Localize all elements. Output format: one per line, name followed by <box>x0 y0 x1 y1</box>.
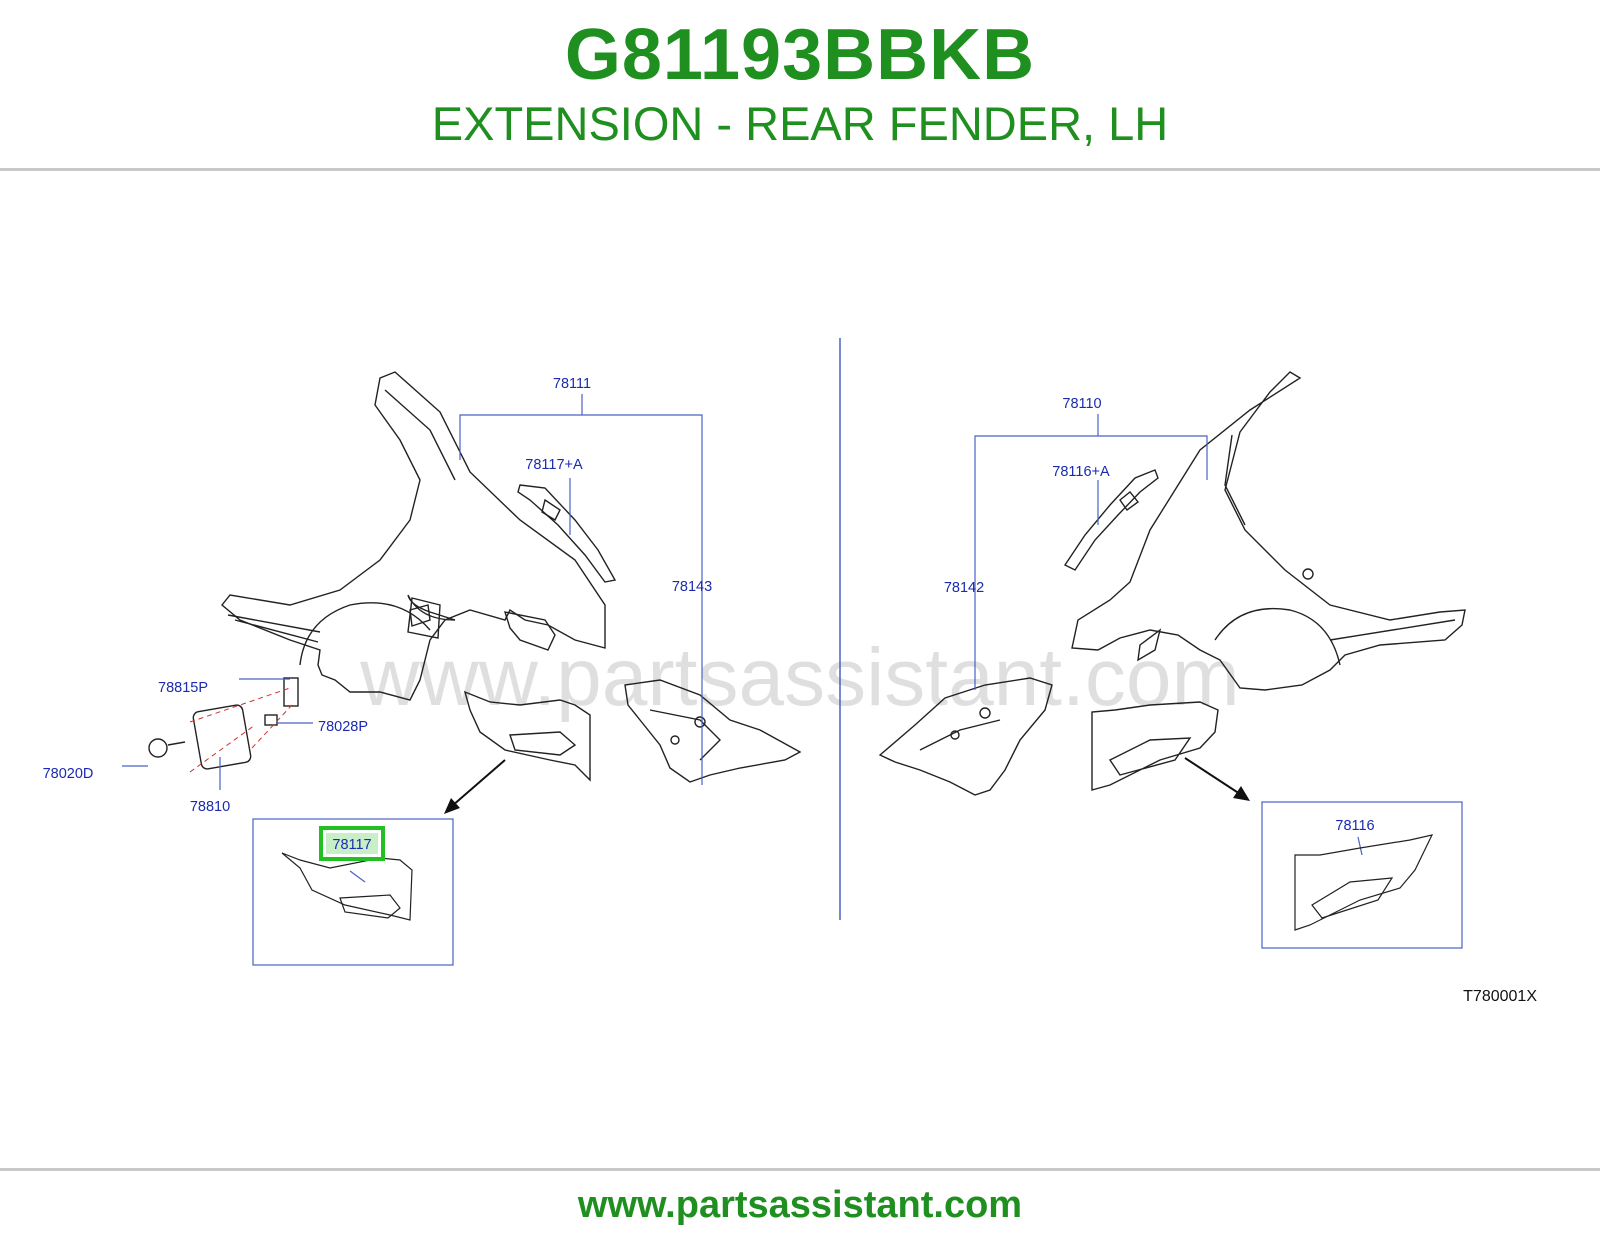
left-detail-arrow <box>444 759 506 814</box>
left-leader-lines <box>122 394 703 883</box>
callout-78143: 78143 <box>672 579 712 595</box>
diagram-canvas: www.partsassistant.com <box>43 338 1537 1005</box>
diagram-reference-code: T780001X <box>1463 988 1537 1005</box>
callout-78111: 78111 <box>553 376 591 392</box>
highlighted-callout-fill <box>326 833 378 854</box>
callout-78117a: 78117+A <box>525 457 583 473</box>
callout-78116: 78116 <box>1335 818 1374 834</box>
right-fender-assembly <box>878 371 1466 796</box>
callout-78142: 78142 <box>944 580 984 596</box>
parts-diagram: www.partsassistant.com <box>0 320 1600 1040</box>
left-detail-box <box>252 818 454 966</box>
footer-divider <box>0 1168 1600 1171</box>
right-detail-arrow <box>1184 757 1250 801</box>
callout-78117[interactable]: 78117 <box>332 837 371 853</box>
fuel-lid-guide-lines <box>189 687 293 773</box>
right-leader-lines <box>974 414 1363 856</box>
page-header: G81193BBKB EXTENSION - REAR FENDER, LH <box>0 0 1600 170</box>
part-number-title: G81193BBKB <box>564 15 1036 95</box>
highlighted-callout-frame <box>319 826 385 861</box>
callout-78110: 78110 <box>1062 396 1101 412</box>
footer-website-link[interactable]: www.partsassistant.com <box>577 1184 1023 1226</box>
callout-78028p: 78028P <box>318 719 368 735</box>
header-divider <box>0 168 1600 171</box>
callout-78020d: 78020D <box>43 766 94 782</box>
part-description: EXTENSION - REAR FENDER, LH <box>431 97 1169 150</box>
callout-78116a: 78116+A <box>1052 464 1110 480</box>
left-fender-assembly <box>148 371 802 783</box>
right-detail-box <box>1261 801 1463 949</box>
callout-78810: 78810 <box>190 799 230 815</box>
callout-78815p: 78815P <box>158 680 208 696</box>
watermark-text: www.partsassistant.com <box>359 632 1240 723</box>
